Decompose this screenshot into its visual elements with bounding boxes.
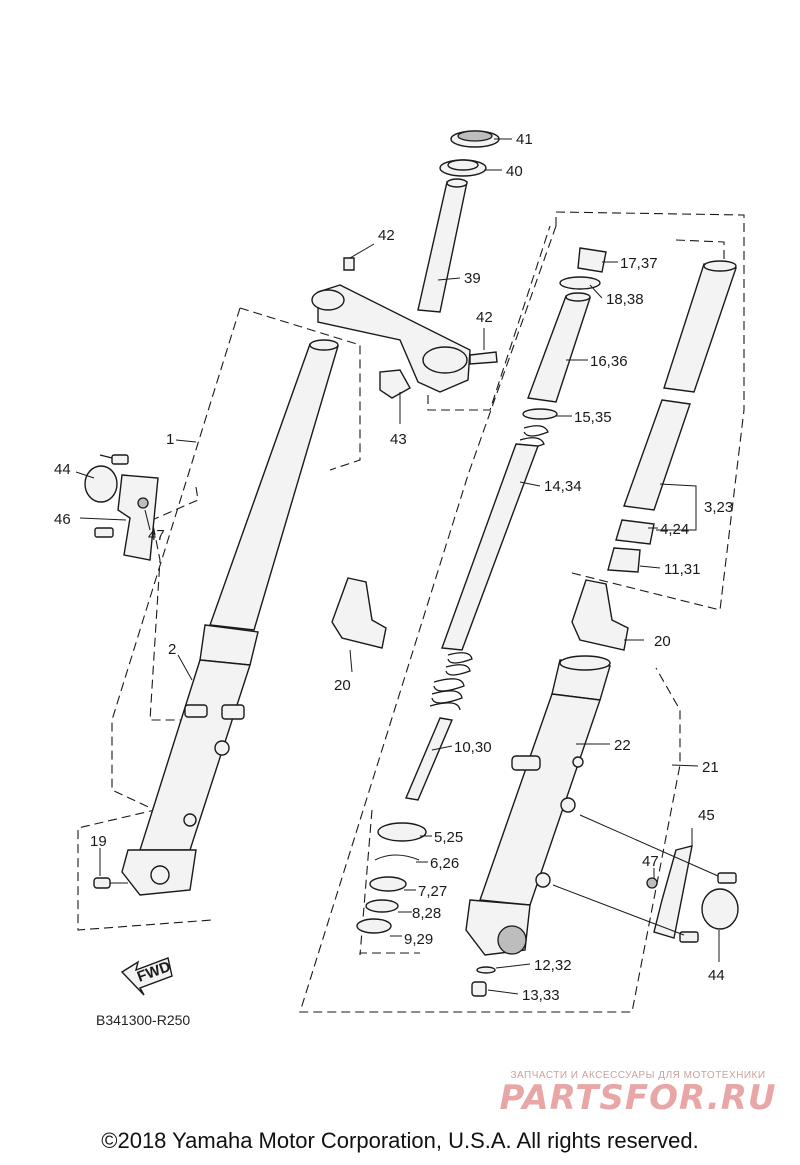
callout-42-right: 42 <box>476 309 493 326</box>
callout-45: 45 <box>698 807 715 824</box>
callout-5-25: 5,25 <box>434 829 463 846</box>
callout-44-left: 44 <box>54 461 71 478</box>
callout-11-31: 11,31 <box>664 561 700 578</box>
callout-47-left: 47 <box>148 527 165 544</box>
callout-19: 19 <box>90 833 107 850</box>
callout-1: 1 <box>166 431 174 448</box>
callout-44-right: 44 <box>708 967 725 984</box>
callout-42-upper: 42 <box>378 227 395 244</box>
left-fork-assembly <box>84 339 339 896</box>
callout-17-37: 17,37 <box>620 255 658 272</box>
callout-15-35: 15,35 <box>574 409 612 426</box>
callout-leaders <box>75 138 720 995</box>
steering-stem-assembly <box>311 130 500 399</box>
callout-39: 39 <box>464 270 481 287</box>
callout-14-34: 14,34 <box>544 478 582 495</box>
watermark-tagline: ЗАПЧАСТИ И АКСЕССУАРЫ ДЛЯ МОТОТЕХНИКИ <box>510 1070 766 1081</box>
callout-13-33: 13,33 <box>522 987 560 1004</box>
right-fork-tubes <box>465 260 739 997</box>
callout-10-30: 10,30 <box>454 739 492 756</box>
callout-16-36: 16,36 <box>590 353 628 370</box>
fork-guards <box>331 577 629 651</box>
callout-22: 22 <box>614 737 631 754</box>
callout-46: 46 <box>54 511 71 528</box>
callout-12-32: 12,32 <box>534 957 572 974</box>
site-watermark: ЗАПЧАСТИ И АКСЕССУАРЫ ДЛЯ МОТОТЕХНИКИ PA… <box>488 1070 788 1115</box>
callout-20-right: 20 <box>654 633 671 650</box>
callout-2: 2 <box>168 641 176 658</box>
callout-21: 21 <box>702 759 719 776</box>
inner-damper-components <box>356 247 607 934</box>
callout-47-right: 47 <box>642 853 659 870</box>
callout-18-38: 18,38 <box>606 291 644 308</box>
watermark-logo: PARTSFOR.RU <box>499 1078 777 1118</box>
copyright-notice: ©2018 Yamaha Motor Corporation, U.S.A. A… <box>101 1128 699 1153</box>
callout-4-24: 4,24 <box>660 521 689 538</box>
callout-43: 43 <box>390 431 407 448</box>
callout-40: 40 <box>506 163 523 180</box>
callout-numbers: 41 40 42 39 42 17,37 18,38 16,36 43 15,3… <box>54 131 733 1004</box>
callout-9-29: 9,29 <box>404 931 433 948</box>
callout-6-26: 6,26 <box>430 855 459 872</box>
callout-20-left: 20 <box>334 677 351 694</box>
forward-direction-arrow: FWD <box>120 957 173 996</box>
diagram-reference-code: B341300-R250 <box>96 1012 191 1028</box>
callout-7-27: 7,27 <box>418 883 447 900</box>
callout-41: 41 <box>516 131 533 148</box>
callout-3-23: 3,23 <box>704 499 733 516</box>
callout-8-28: 8,28 <box>412 905 441 922</box>
